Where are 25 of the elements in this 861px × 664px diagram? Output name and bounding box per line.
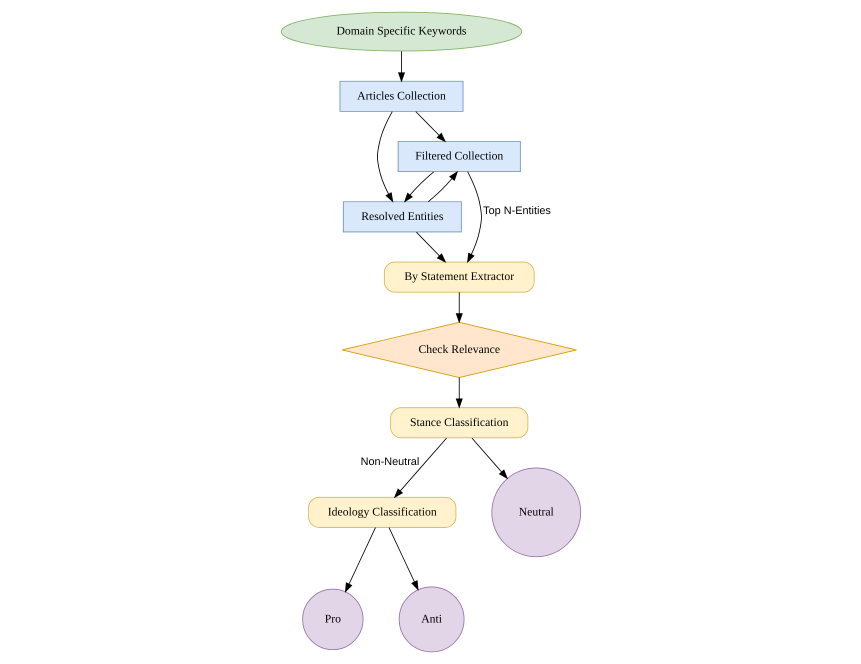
arrow [415,232,446,263]
node-box: Filtered Collection [397,141,520,172]
node-box: Articles Collection [339,80,463,112]
arrow [344,527,376,593]
node-ellipse: Domain Specific Keywords [280,12,522,52]
arrow [466,171,482,264]
node-box: Stance Classification [390,407,528,438]
arrow [393,438,446,498]
node-diamond: Check Relevance [341,322,576,378]
edge-label: Non-Neutral [360,456,419,468]
arrow [376,111,393,203]
arrow [397,50,405,82]
arrow [471,438,508,480]
node-box: By Statement Extractor [383,262,534,293]
arrow [414,111,446,142]
arrow [455,377,462,409]
node-circle: Anti [398,586,464,652]
edge-label: Top N-Entities [482,204,550,217]
arrow [455,292,462,324]
node-circle: Pro [302,588,363,650]
node-box: Resolved Entities [342,201,462,232]
node-box: Ideology Classification [308,496,456,528]
arrow [388,527,418,591]
arrow [427,170,458,202]
arrow [403,171,434,203]
